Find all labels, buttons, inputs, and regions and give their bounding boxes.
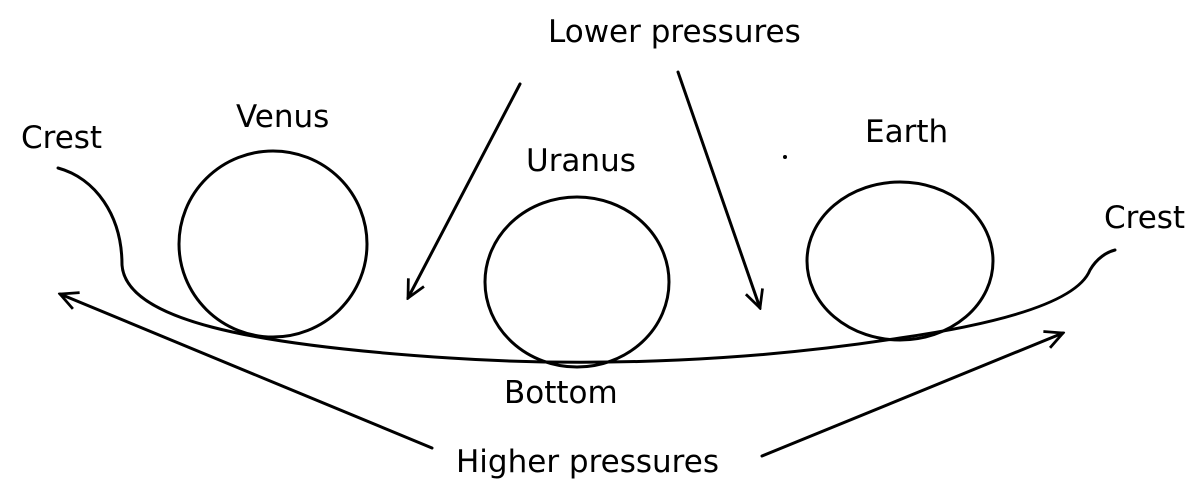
lower-pressure-arrow-left	[406, 82, 522, 298]
stray-dot	[783, 155, 787, 159]
label-venus: Venus	[236, 99, 329, 135]
label-earth: Earth	[865, 114, 948, 150]
earth-circle	[805, 180, 995, 342]
higher-pressure-arrow-right	[760, 333, 1063, 458]
label-lower-pressures: Lower pressures	[548, 14, 801, 50]
label-crest-left: Crest	[21, 120, 102, 156]
label-crest-right: Crest	[1104, 200, 1185, 236]
uranus-circle	[483, 195, 671, 369]
label-bottom: Bottom	[504, 375, 618, 411]
higher-pressure-arrow-left	[60, 294, 434, 450]
wave-curve	[56, 166, 1117, 364]
label-higher-pressures: Higher pressures	[456, 444, 719, 480]
lower-pressure-arrow-right	[676, 70, 760, 308]
venus-circle	[177, 149, 369, 339]
label-uranus: Uranus	[526, 143, 636, 179]
